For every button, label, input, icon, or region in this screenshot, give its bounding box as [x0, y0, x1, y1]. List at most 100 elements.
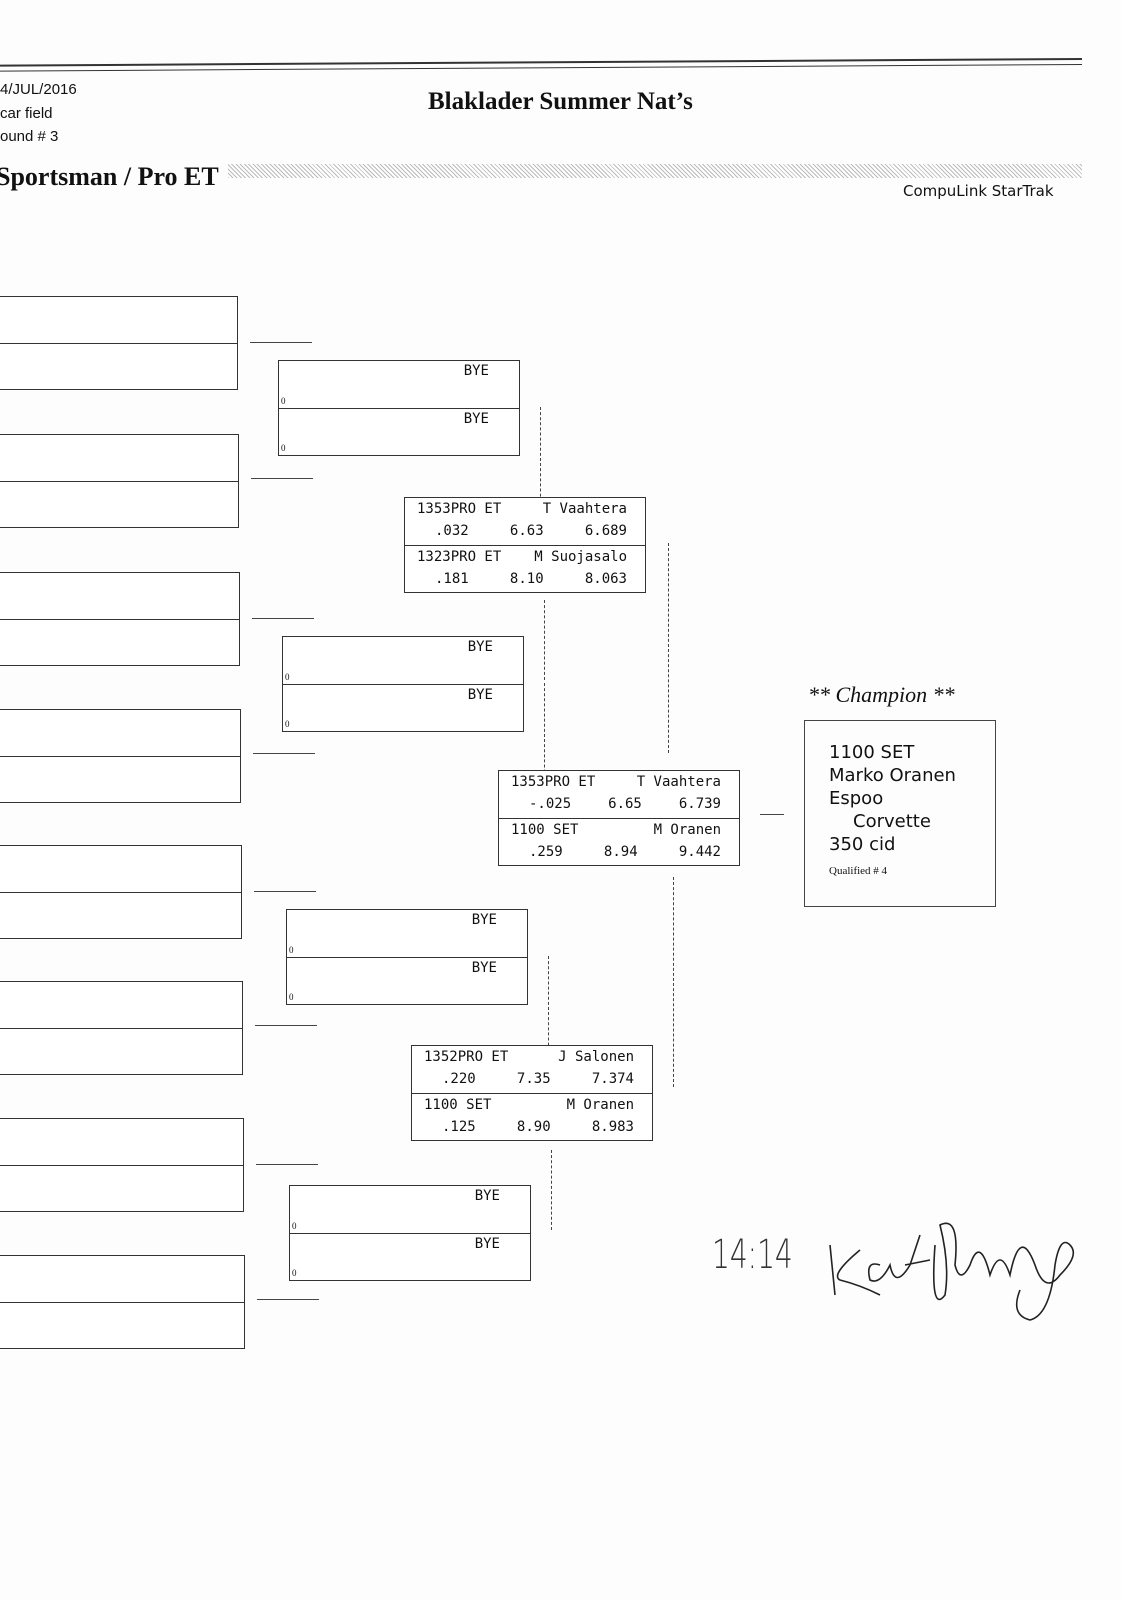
- bye-label: BYE: [463, 411, 489, 427]
- bye-label: BYE: [474, 1236, 500, 1252]
- driver-name: T Vaahtera: [636, 774, 721, 790]
- car-number: 1100 SET: [424, 1097, 492, 1113]
- lane-bottom: [0, 1028, 242, 1074]
- qualifier-number: 0: [292, 1221, 297, 1231]
- car-number: 1353PRO ET: [417, 501, 502, 517]
- champion-vehicle: Corvette: [853, 811, 931, 832]
- reaction-time: .125: [442, 1119, 476, 1135]
- dial-in: 8.94: [603, 844, 638, 860]
- round1-slot-box: [0, 845, 242, 939]
- round1-slot-box: [0, 434, 239, 528]
- lane-top: [0, 710, 240, 756]
- driver-row: 1100 SET M Oranen: [412, 1094, 652, 1116]
- elapsed-time: 6.689: [584, 523, 627, 539]
- connector-line: [251, 478, 313, 479]
- reaction-time: -.025: [529, 796, 572, 812]
- event-title: Blaklader Summer Nat’s: [428, 88, 693, 115]
- driver-row: 1353PRO ET T Vaahtera: [499, 771, 739, 793]
- car-number: 1323PRO ET: [417, 549, 502, 565]
- reaction-time: .181: [435, 571, 469, 587]
- qualifier-number: 0: [281, 396, 286, 406]
- champion-car: 1100 SET: [829, 742, 915, 763]
- round1-slot-box: [0, 296, 238, 390]
- dial-in: 8.90: [516, 1119, 551, 1135]
- dashed-connector: [551, 1150, 552, 1230]
- driver-row: 1100 SET M Oranen: [499, 819, 739, 841]
- connector-line: [257, 1299, 319, 1300]
- elapsed-time: 8.063: [584, 571, 627, 587]
- lane-top: [0, 1256, 244, 1302]
- driver-row: 1353PRO ET T Vaahtera: [405, 498, 645, 520]
- connector-line: [253, 753, 315, 754]
- car-number: 1100 SET: [511, 822, 579, 838]
- lane-bottom: [0, 1302, 244, 1348]
- dashed-connector: [538, 956, 549, 1066]
- elapsed-time: 7.374: [591, 1071, 634, 1087]
- elapsed-time: 8.983: [591, 1119, 634, 1135]
- reaction-time: .259: [529, 844, 563, 860]
- qualifier-number: 0: [285, 672, 290, 682]
- champion-qualified: Qualified # 4: [829, 865, 888, 877]
- dashed-connector: [668, 543, 669, 753]
- round-number: ound # 3: [0, 128, 59, 145]
- elapsed-time: 6.739: [678, 796, 721, 812]
- car-number: 1353PRO ET: [511, 774, 596, 790]
- lane-top: 1353PRO ET T Vaahtera -.025 6.65 6.739: [499, 771, 739, 818]
- lane-bottom: [0, 343, 237, 389]
- driver-name: M Oranen: [566, 1097, 634, 1113]
- champion-box: 1100 SET Marko Oranen Espoo Corvette 350…: [804, 720, 996, 907]
- driver-name: T Vaahtera: [542, 501, 627, 517]
- connector-line: [256, 1164, 318, 1165]
- qualifier-number: 0: [281, 443, 286, 453]
- lane-top: [0, 573, 239, 619]
- bye-label: BYE: [463, 363, 489, 379]
- connector-line: [760, 814, 784, 815]
- bye-label: BYE: [474, 1188, 500, 1204]
- dashed-connector: [530, 407, 541, 517]
- connector-line: [254, 891, 316, 892]
- elapsed-time: 9.442: [678, 844, 721, 860]
- lane-top: BYE 0: [290, 1186, 530, 1233]
- dotted-band: [228, 164, 1082, 178]
- champion-city: Espoo: [829, 788, 884, 809]
- lane-top: [0, 435, 238, 481]
- lane-bottom: [0, 892, 241, 938]
- bye-label: BYE: [471, 912, 497, 928]
- time-row: .259 8.94 9.442: [499, 841, 739, 863]
- final-match-box: 1353PRO ET T Vaahtera -.025 6.65 6.739 1100 S…: [498, 770, 740, 866]
- lane-top: BYE 0: [279, 361, 519, 408]
- lane-bottom: 1100 SET M Oranen .259 8.94 9.442: [499, 818, 739, 865]
- lane-bottom: BYE 0: [287, 957, 527, 1004]
- signature: [829, 1222, 1075, 1321]
- connector-line: [252, 618, 314, 619]
- champion-engine: 350 cid: [829, 834, 896, 855]
- driver-name: M Oranen: [653, 822, 721, 838]
- time-row: .125 8.90 8.983: [412, 1116, 652, 1138]
- qualifier-number: 0: [289, 992, 294, 1002]
- connector-line: [250, 342, 312, 343]
- lane-top: [0, 1119, 243, 1165]
- dial-in: 6.65: [608, 796, 642, 812]
- bye-label: BYE: [471, 960, 497, 976]
- lane-bottom: [0, 756, 240, 802]
- lane-top: [0, 846, 241, 892]
- lane-top: [0, 297, 237, 343]
- reaction-time: .032: [435, 523, 469, 539]
- connector-line: [255, 1025, 317, 1026]
- dial-in: 7.35: [516, 1071, 551, 1087]
- round1-slot-box: [0, 1118, 244, 1212]
